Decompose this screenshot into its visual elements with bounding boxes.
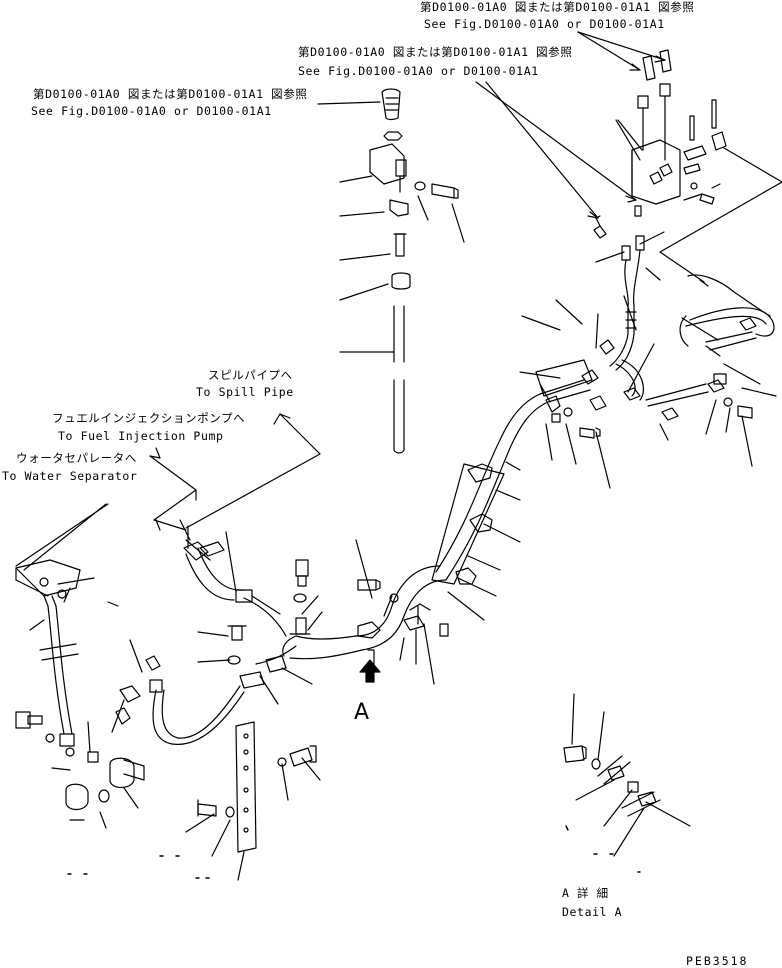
detail-label-jp: A 詳 細 [562,886,609,900]
ref-callout-mid-right-en: See Fig.D0100-01A0 or D0100-01A1 [298,64,539,78]
left-part-stack [340,89,464,453]
mid-clamps-and-bolts [228,560,448,682]
part-number-placeholders [68,826,640,878]
water-separator-label-en: To Water Separator [2,469,138,483]
right-hose-assembly [616,275,774,420]
ref-callout-top-right-jp: 第D0100-01A0 図または第D0100-01A1 図参照 [420,0,695,14]
callout-leaders [318,32,665,218]
ref-callout-top-right-en: See Fig.D0100-01A0 or D0100-01A1 [424,17,665,31]
spill-pipe-label-jp: スピルパイプへ [208,368,293,382]
mounting-plate [198,722,316,852]
y-hose-assembly [594,206,660,370]
ref-callout-mid-right-jp: 第D0100-01A0 図または第D0100-01A1 図参照 [298,45,573,59]
top-right-bracket-assembly [616,50,782,282]
part-leader-lines [16,120,776,880]
lower-left-hoses [116,542,296,744]
detail-label-en: Detail A [562,905,623,919]
main-pipe-run [290,360,606,659]
ref-callout-left-en: See Fig.D0100-01A0 or D0100-01A1 [31,104,272,118]
spill-pipe-label-en: To Spill Pipe [196,385,294,399]
fuel-pump-label-en: To Fuel Injection Pump [58,429,224,443]
view-marker-a: A [354,700,370,725]
figure-code: PEB3518 [686,954,749,968]
water-separator-assembly [16,560,144,828]
water-separator-label-jp: ウォータセパレータへ [16,451,137,465]
fuel-pump-label-jp: フュエルインジェクションポンプへ [52,411,246,425]
ref-callout-left-jp: 第D0100-01A0 図または第D0100-01A1 図参照 [33,87,308,101]
